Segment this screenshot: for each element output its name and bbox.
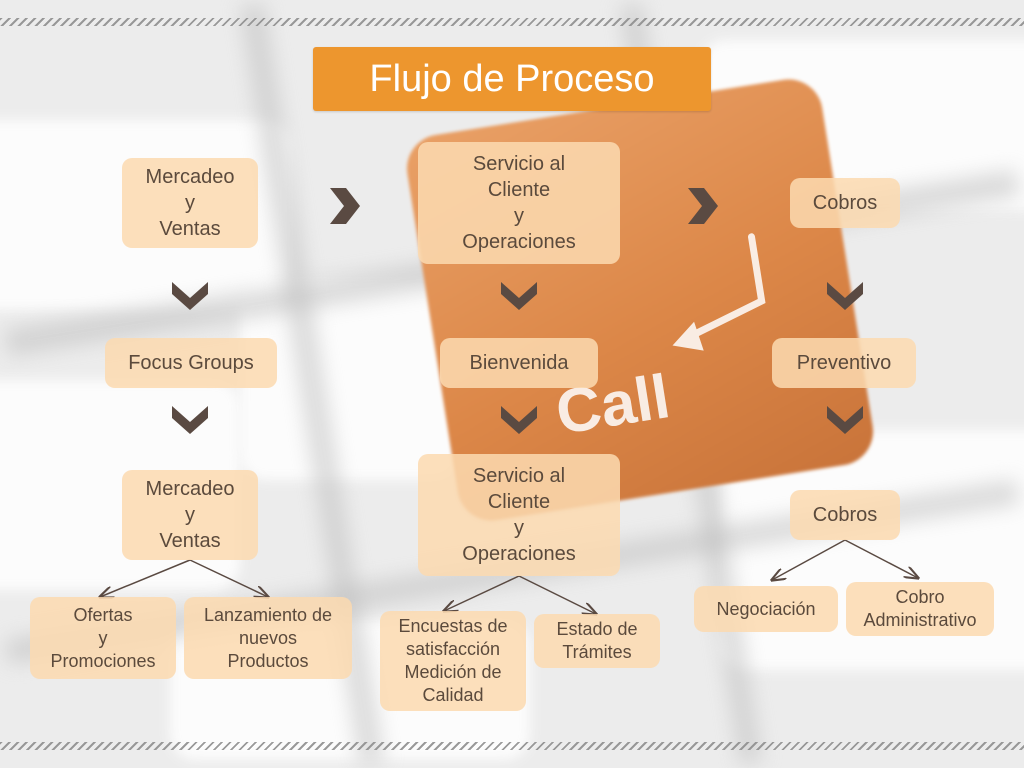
connector-collections-right: [844, 539, 918, 578]
node-negotiation: Negociación: [694, 586, 838, 632]
node-satisfaction-surveys: Encuestas de satisfacción Medición de Ca…: [380, 611, 526, 711]
node-service-head: Servicio al Cliente y Operaciones: [418, 142, 620, 264]
node-procedure-status: Estado de Trámites: [534, 614, 660, 668]
connector-marketing-right: [189, 559, 268, 597]
chevron-right-icon: [330, 188, 360, 224]
connector-service-right: [518, 575, 596, 614]
chevron-down-icon: [172, 282, 208, 310]
node-offers-promotions: Ofertas y Promociones: [30, 597, 176, 679]
bottom-border: [0, 742, 1024, 750]
node-collections-sub: Cobros: [790, 490, 900, 540]
node-welcome: Bienvenida: [440, 338, 598, 388]
chevron-down-icon: [172, 406, 208, 434]
chevron-down-icon: [827, 282, 863, 310]
connector-collections-left: [772, 539, 846, 580]
chevron-down-icon: [501, 406, 537, 434]
node-administrative-collection: Cobro Administrativo: [846, 582, 994, 636]
chevron-down-icon: [501, 282, 537, 310]
connector-marketing-left: [100, 559, 191, 597]
node-product-launch: Lanzamiento de nuevos Productos: [184, 597, 352, 679]
top-border: [0, 18, 1024, 26]
chevron-right-icon: [688, 188, 718, 224]
node-collections-head: Cobros: [790, 178, 900, 228]
connector-service-left: [444, 575, 520, 611]
node-marketing-head: Mercadeo y Ventas: [122, 158, 258, 248]
node-preventive: Preventivo: [772, 338, 916, 388]
diagram-title: Flujo de Proceso: [313, 47, 711, 111]
node-marketing-sub: Mercadeo y Ventas: [122, 470, 258, 560]
node-focus-groups: Focus Groups: [105, 338, 277, 388]
chevron-down-icon: [827, 406, 863, 434]
node-service-sub: Servicio al Cliente y Operaciones: [418, 454, 620, 576]
